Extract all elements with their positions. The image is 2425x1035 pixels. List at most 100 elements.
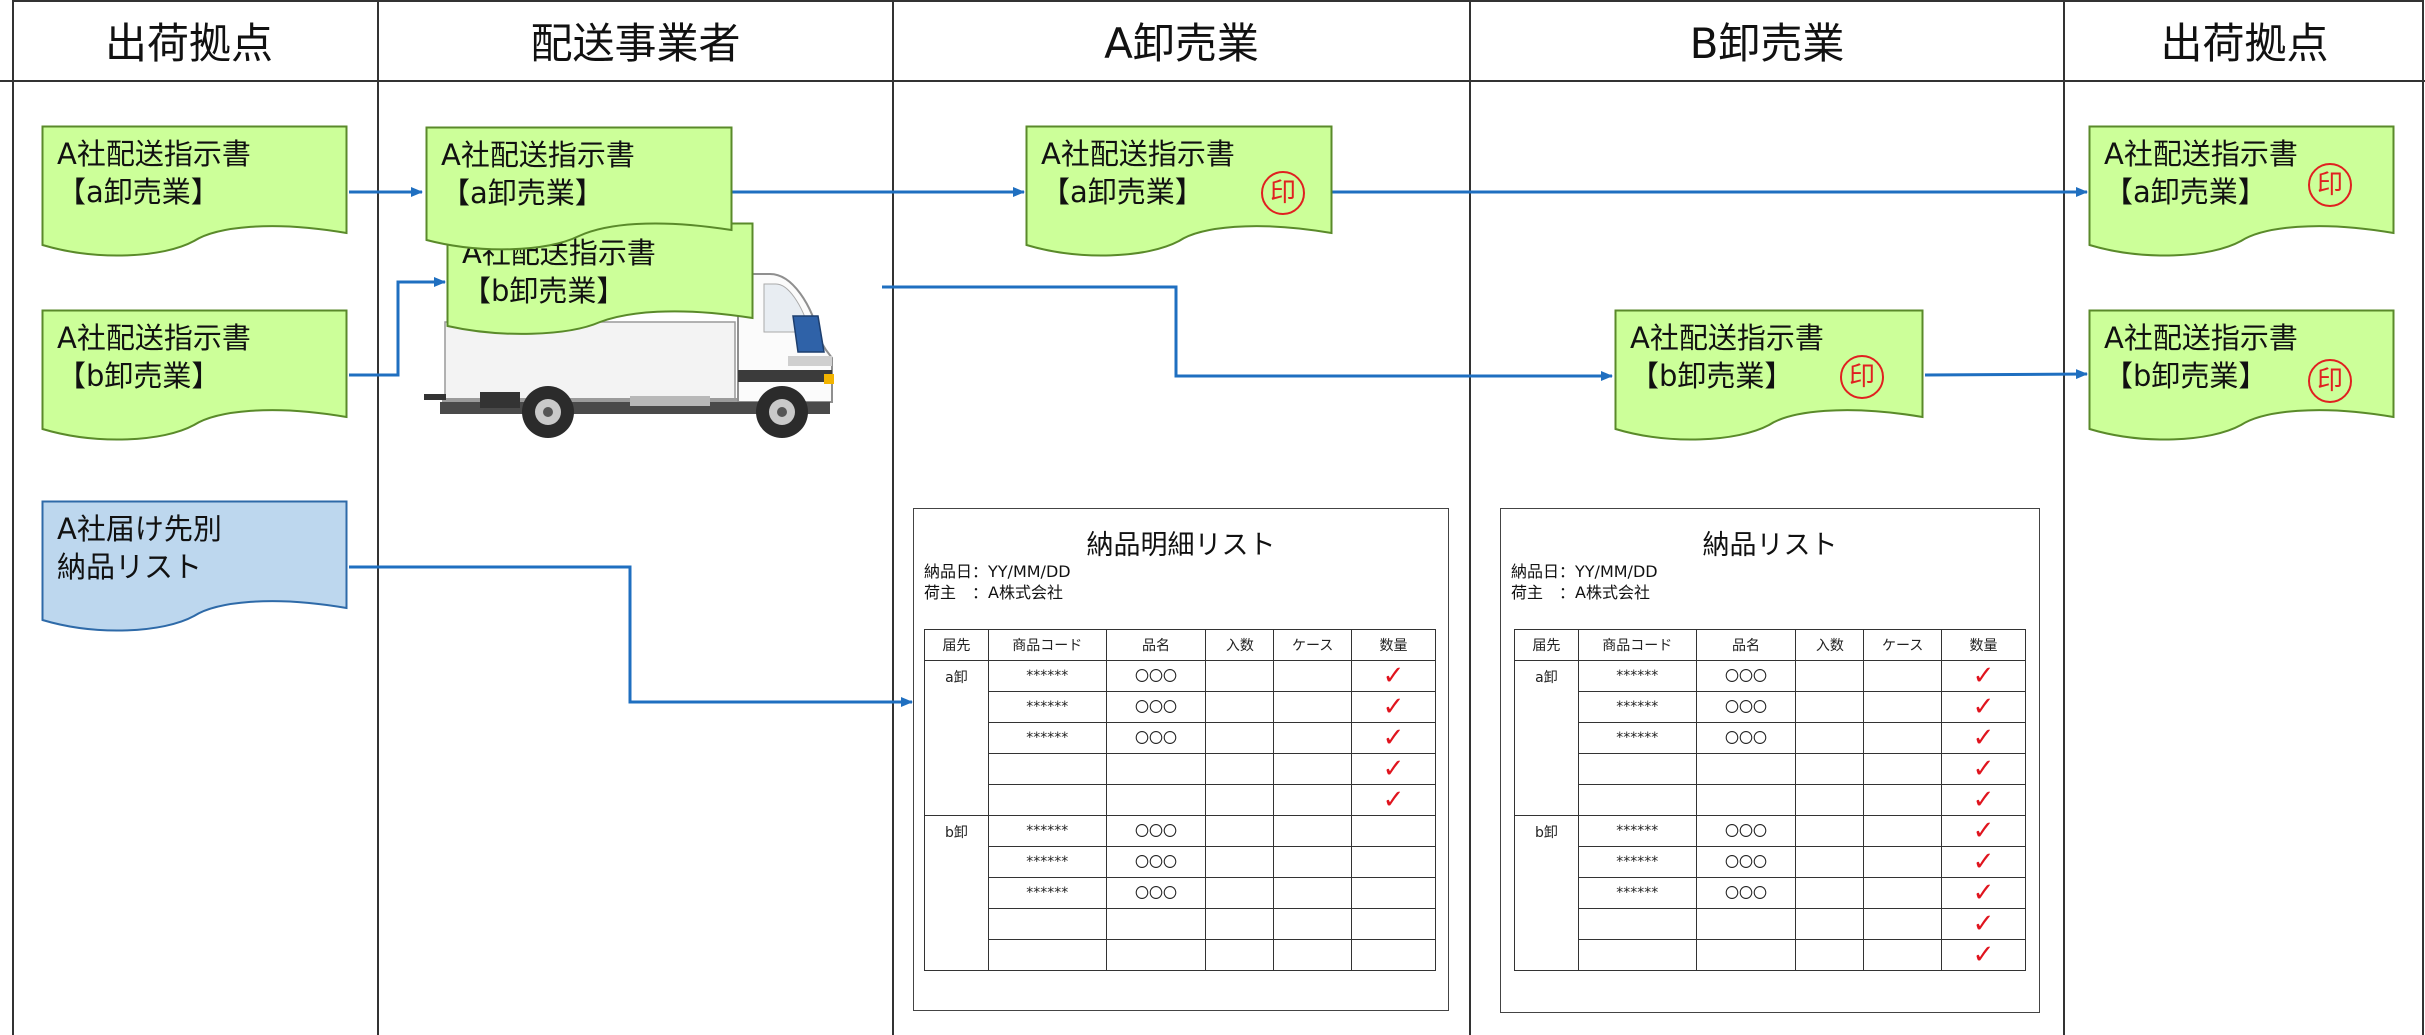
table-row: ******〇〇〇 ✓ (1515, 877, 2026, 909)
product-code-cell: ****** (987, 815, 1107, 847)
product-name-cell: 〇〇〇 (1105, 691, 1207, 723)
product-name-cell: 〇〇〇 (1105, 722, 1207, 754)
lane-divider (2063, 0, 2065, 1035)
product-code-cell (987, 908, 1107, 940)
quantity-check-cell (1351, 815, 1436, 847)
doc-subtitle: 納品リスト (57, 550, 203, 584)
table-row: ✓ (1515, 908, 2026, 940)
doc-return-b: A社配送指示書【b卸売業】 印 (2088, 309, 2395, 444)
quantity-check-cell: ✓ (1941, 846, 2026, 878)
document-shape (425, 126, 733, 251)
quantity-check-cell: ✓ (1941, 660, 2026, 692)
document-shape (41, 500, 348, 632)
units-per-case-cell (1205, 660, 1275, 692)
list-shipper: 荷主 ：A株式会社 (1511, 583, 1650, 602)
units-per-case-cell (1205, 784, 1275, 816)
quantity-check-cell: ✓ (1941, 691, 2026, 723)
list-title: 納品明細リスト (1086, 530, 1276, 561)
product-name-cell (1695, 784, 1797, 816)
doc-title: A社配送指示書 (2104, 321, 2298, 355)
case-count-cell (1273, 815, 1353, 847)
document-shape (2088, 125, 2395, 257)
case-count-cell (1863, 784, 1943, 816)
doc-title: A社配送指示書 (1630, 321, 1824, 355)
column-header: 届先 (1514, 629, 1579, 661)
case-count-cell (1273, 660, 1353, 692)
product-code-cell (1577, 784, 1697, 816)
case-count-cell (1863, 753, 1943, 785)
table-row (925, 908, 1436, 940)
units-per-case-cell (1795, 784, 1865, 816)
quantity-check-cell: ✓ (1351, 753, 1436, 785)
doc-recipient: 【b卸売業】 (2104, 359, 2268, 393)
column-header: 数量 (1941, 629, 2026, 661)
product-code-cell: ****** (987, 722, 1107, 754)
doc-recipient: 【b卸売業】 (57, 359, 221, 393)
lane-header-shipping-return: 出荷拠点 (2064, 0, 2425, 82)
table-row: ******〇〇〇 (925, 877, 1436, 909)
table-header-row: 届先商品コード品名入数ケース数量 (924, 629, 1436, 661)
product-code-cell (1577, 753, 1697, 785)
list-delivery-date: 納品日：YY/MM/DD (1511, 562, 1658, 581)
product-code-cell: ****** (1577, 722, 1697, 754)
product-name-cell (1105, 908, 1207, 940)
document-shape (446, 222, 754, 335)
doc-title: A社配送指示書 (2104, 137, 2298, 171)
product-name-cell (1695, 939, 1797, 971)
lane-divider (377, 0, 379, 1035)
table-row: ******〇〇〇✓ (1515, 691, 2026, 723)
doc-wholesale-b: A社配送指示書【b卸売業】 印 (1614, 309, 1924, 444)
doc-recipient: 【b卸売業】 (462, 274, 626, 308)
units-per-case-cell (1205, 908, 1275, 940)
product-name-cell (1105, 753, 1207, 785)
column-header: ケース (1273, 629, 1353, 661)
case-count-cell (1273, 846, 1353, 878)
doc-title: A社配送指示書 (1041, 137, 1235, 171)
table-row (925, 939, 1436, 971)
list-shipper: 荷主 ：A株式会社 (924, 583, 1063, 602)
column-header: 商品コード (1577, 629, 1697, 661)
lane-divider (12, 0, 14, 1035)
quantity-check-cell: ✓ (1941, 753, 2026, 785)
product-name-cell: 〇〇〇 (1105, 877, 1207, 909)
doc-recipient: 【a卸売業】 (57, 175, 220, 209)
product-code-cell: ****** (987, 660, 1107, 692)
column-header: ケース (1863, 629, 1943, 661)
doc-origin-a: A社配送指示書【a卸売業】 (41, 125, 348, 260)
product-name-cell (1105, 784, 1207, 816)
quantity-check-cell: ✓ (1941, 877, 2026, 909)
product-name-cell: 〇〇〇 (1695, 660, 1797, 692)
units-per-case-cell (1795, 908, 1865, 940)
column-header: 品名 (1695, 629, 1797, 661)
units-per-case-cell (1795, 846, 1865, 878)
document-shape (1614, 309, 1924, 441)
table-row: ✓ (1515, 939, 2026, 971)
document-shape (41, 125, 348, 257)
delivery-list-table: 届先商品コード品名入数ケース数量 a卸******〇〇〇✓******〇〇〇✓*… (1514, 629, 2026, 971)
list-meta: 納品日：YY/MM/DD 荷主 ：A株式会社 (924, 561, 1071, 603)
units-per-case-cell (1795, 877, 1865, 909)
quantity-check-cell: ✓ (1351, 691, 1436, 723)
doc-title: A社配送指示書 (57, 137, 251, 171)
doc-return-a: A社配送指示書【a卸売業】 印 (2088, 125, 2395, 260)
seal-stamp-icon: 印 (2308, 163, 2352, 207)
quantity-check-cell: ✓ (1941, 939, 2026, 971)
case-count-cell (1273, 753, 1353, 785)
list-delivery-date: 納品日：YY/MM/DD (924, 562, 1071, 581)
product-name-cell: 〇〇〇 (1105, 660, 1207, 692)
case-count-cell (1273, 908, 1353, 940)
quantity-check-cell (1351, 939, 1436, 971)
product-code-cell: ****** (987, 846, 1107, 878)
product-name-cell: 〇〇〇 (1695, 877, 1797, 909)
product-name-cell (1695, 908, 1797, 940)
table-row: ******〇〇〇✓ (925, 722, 1436, 754)
table-row: ✓ (925, 753, 1436, 785)
table-row: ✓ (1515, 784, 2026, 816)
product-code-cell: ****** (1577, 877, 1697, 909)
case-count-cell (1863, 939, 1943, 971)
arrow-list-to-detail (349, 565, 913, 707)
doc-title: A社配送指示書 (441, 138, 635, 172)
quantity-check-cell: ✓ (1351, 660, 1436, 692)
top-border (12, 0, 2424, 2)
table-header-row: 届先商品コード品名入数ケース数量 (1514, 629, 2026, 661)
